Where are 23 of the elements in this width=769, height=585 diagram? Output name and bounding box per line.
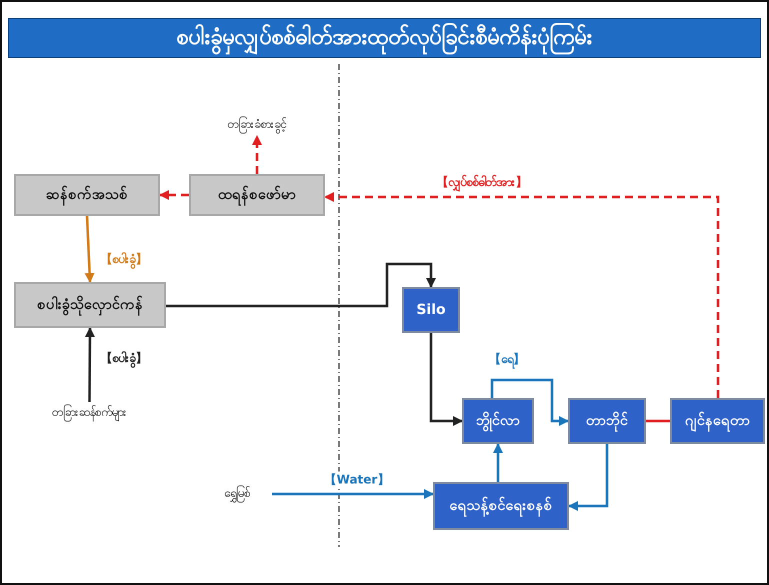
- process-box: Silo: [402, 287, 460, 333]
- process-box: ဘွိုင်လာ: [462, 398, 534, 444]
- arrow: [324, 192, 720, 398]
- process-box: တာဘိုင်: [568, 398, 646, 444]
- arrow: [493, 443, 503, 482]
- arrow: [252, 135, 262, 174]
- process-box: ဆန်စက်အသစ်: [14, 174, 160, 216]
- node-label: ရွှေမြစ်: [202, 483, 272, 505]
- arrow: [568, 444, 608, 511]
- title-banner: စပါးခွံမှလျှပ်စစ်ဓါတ်အားထုတ်လုပ်ခြင်းစီမံကိန်းပုံကြမ်း: [8, 18, 761, 58]
- node-label: တခြားဆန်စက်များ: [17, 402, 162, 424]
- arrow: [84, 216, 95, 283]
- process-box: ထရန်စဖော်မာ: [189, 174, 325, 216]
- arrow: [490, 378, 569, 426]
- arrow: [84, 327, 95, 402]
- process-box: ရေသန့်စင်ရေးစနစ်: [433, 482, 569, 530]
- process-box: ဂျင်နရေတာ: [670, 398, 765, 444]
- arrow: [430, 333, 463, 426]
- arrow: [166, 262, 436, 308]
- node-label: တခြားခံစားခွင့်: [187, 114, 327, 136]
- process-box: စပါးခွံသိုလှောင်ကန်: [14, 282, 166, 328]
- arrow: [272, 489, 434, 499]
- arrow: [159, 190, 189, 200]
